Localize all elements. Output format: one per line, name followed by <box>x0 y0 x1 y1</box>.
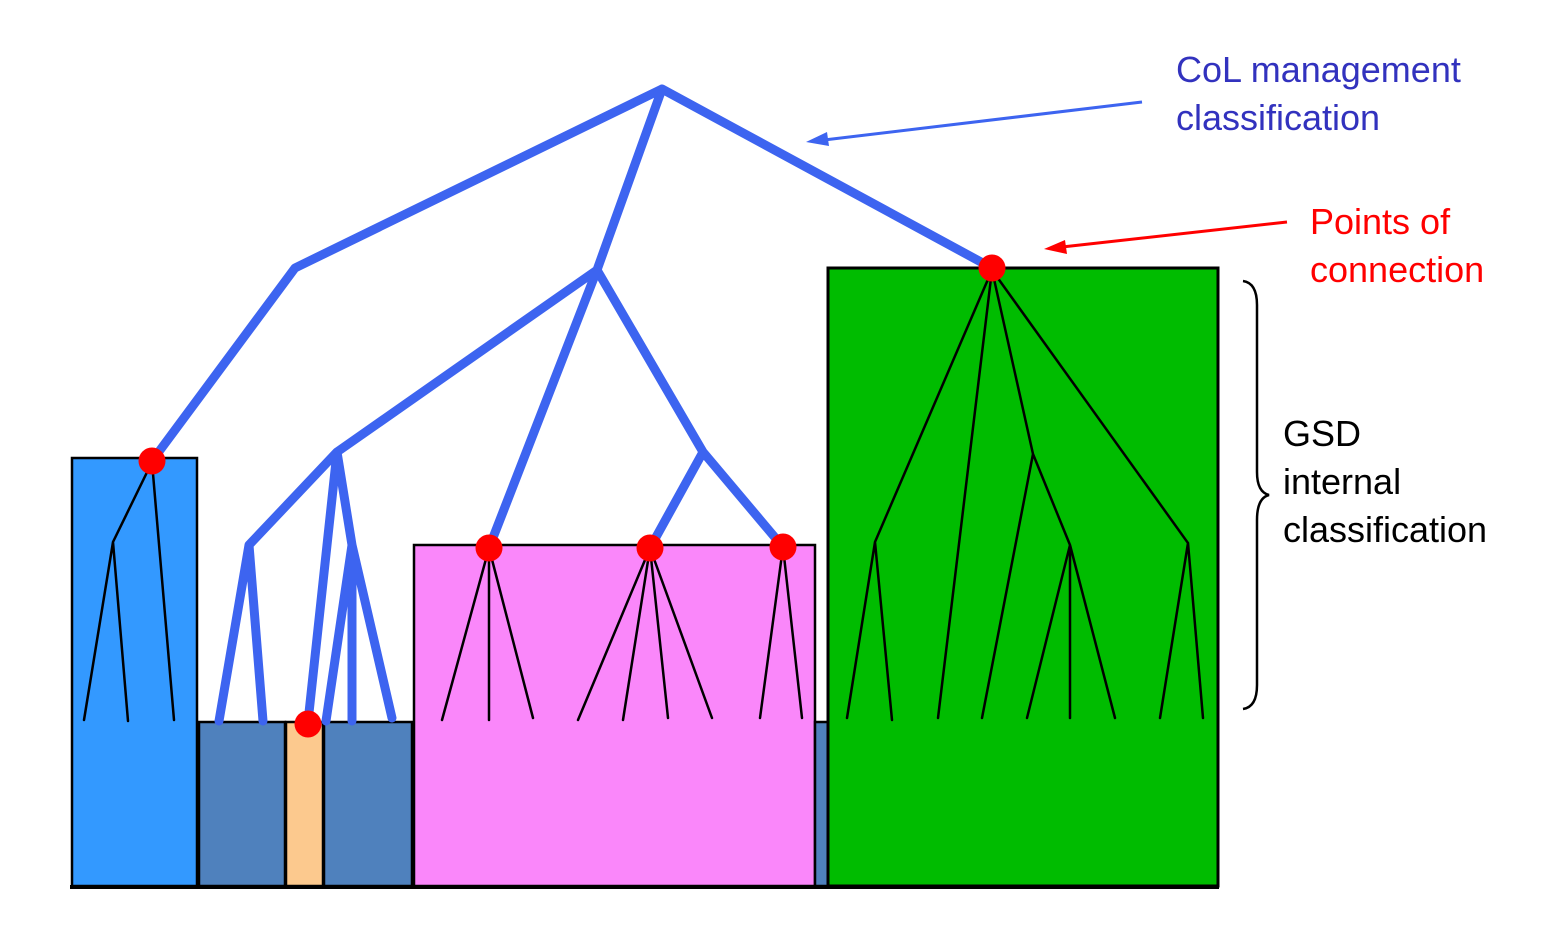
internal-tree-blue-block <box>82 460 176 723</box>
connection-dot-pink-2 <box>636 534 664 562</box>
points-label-line1: Points of <box>1310 201 1451 242</box>
col-management-label-line2: classification <box>1176 97 1381 138</box>
col-management-label-line1: CoL management <box>1176 49 1461 90</box>
points-label-arrow <box>1044 220 1288 254</box>
points-arrowhead-icon <box>1044 240 1067 254</box>
connection-dot-pink-1 <box>475 534 503 562</box>
gsd-brace <box>1242 279 1270 711</box>
gsd-label-line3: classification <box>1283 509 1488 550</box>
connection-dot-orange-block <box>294 710 322 738</box>
gsd-blocks <box>70 266 1220 889</box>
col-arrow-line <box>823 100 1143 142</box>
connection-dot-pink-3 <box>769 533 797 561</box>
connection-points <box>138 254 1006 738</box>
gsd-label-line2: internal <box>1283 461 1402 502</box>
points-of-connection-label: Points of connection <box>1310 198 1484 294</box>
gsd-internal-trees <box>82 268 1205 723</box>
internal-tree-green-block <box>845 268 1205 722</box>
steel-block-1 <box>197 720 287 888</box>
connection-dot-green-block <box>978 254 1006 282</box>
col-arrowhead-icon <box>806 132 829 146</box>
orange-block <box>284 720 325 888</box>
management-tree-branches <box>147 84 997 727</box>
gsd-internal-label: GSD internal classification <box>1283 410 1487 554</box>
pink-block <box>412 543 817 888</box>
col-label-arrow <box>806 100 1143 146</box>
points-label-line2: connection <box>1310 249 1485 290</box>
connection-dot-blue-block <box>138 447 166 475</box>
gsd-label-line1: GSD <box>1283 413 1362 454</box>
col-management-tree <box>147 84 997 727</box>
green-block <box>826 266 1220 888</box>
steel-block-2 <box>322 720 414 888</box>
steel-sliver-block <box>813 720 830 888</box>
col-management-label: CoL management classification <box>1176 46 1461 142</box>
points-arrow-line <box>1061 220 1288 249</box>
internal-trees-pink-block <box>440 545 804 722</box>
